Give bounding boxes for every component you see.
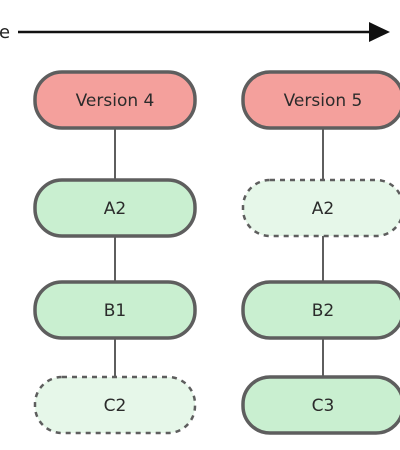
file-node-label: B1 (104, 301, 126, 321)
version-node: Version 4 (33, 70, 197, 130)
file-node-box (241, 178, 400, 238)
file-node-box (33, 375, 197, 435)
time-axis-label: e (0, 22, 10, 43)
file-node: B2 (241, 280, 400, 340)
version-node-label: Version 5 (284, 91, 363, 111)
version-node-label: Version 4 (76, 91, 155, 111)
file-node-box (241, 375, 400, 435)
file-node: C3 (241, 375, 400, 435)
version-node-box (241, 70, 400, 130)
file-node-label: A2 (312, 199, 334, 219)
file-node-box (33, 280, 197, 340)
version-node: Version 5 (241, 70, 400, 130)
file-node-box (33, 178, 197, 238)
file-node: A2 (33, 178, 197, 238)
file-node-label: C3 (312, 396, 335, 416)
file-node-label: A2 (104, 199, 126, 219)
unchanged-file-node: A2 (241, 178, 400, 238)
time-axis-arrowhead (369, 22, 390, 42)
version-node-box (33, 70, 197, 130)
unchanged-file-node: C2 (33, 375, 197, 435)
file-node: B1 (33, 280, 197, 340)
file-node-box (241, 280, 400, 340)
file-node-label: B2 (312, 301, 334, 321)
file-node-label: C2 (104, 396, 127, 416)
